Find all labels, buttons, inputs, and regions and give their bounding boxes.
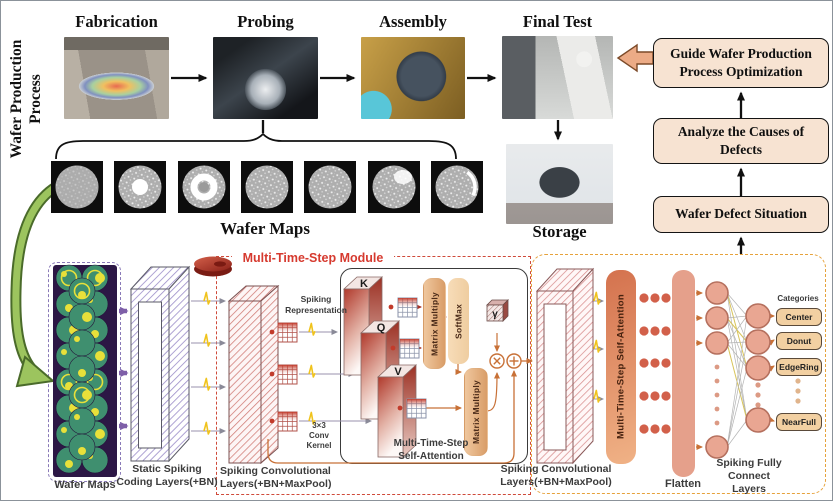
flatten-label: Flatten <box>664 478 702 490</box>
feedback-block-arrow <box>616 43 654 73</box>
attention-bar: Multi-Time-Step Self-Attention <box>606 270 636 464</box>
static-coding-label: Static Spiking Coding Layers(+BN) <box>116 463 218 489</box>
category-center: Center <box>776 308 822 326</box>
conv-kernel-label: 3×3 Conv Kernel <box>306 421 332 450</box>
wafer-defect-situation-box: Wafer Defect Situation <box>653 196 829 233</box>
attention-inner-label: Multi-Time-Step Self-Attention <box>393 438 469 462</box>
probing-photo <box>213 37 318 119</box>
wafer-map-tile-random <box>304 161 356 213</box>
analyze-causes-box: Analyze the Causes of Defects <box>653 118 829 164</box>
stage-label-fabrication: Fabrication <box>75 12 158 31</box>
module-title: Multi-Time-Step Module <box>232 250 394 266</box>
spiking-representation-label: Spiking Representation <box>285 294 347 315</box>
category-nearfull: NearFull <box>776 413 822 431</box>
storage-label: Storage <box>532 222 587 241</box>
static-coding-layer-3d <box>129 265 191 463</box>
assembly-photo <box>361 37 465 119</box>
spike-icon <box>203 291 211 305</box>
wafer-row-brace <box>55 132 457 160</box>
wafer-maps-row-label: Wafer Maps <box>220 219 310 238</box>
wafer-production-process-vertical-label: Wafer Production Process <box>8 39 45 159</box>
spike-icon <box>203 377 211 391</box>
matrix-multiply-1-bar: Matrix Multiply <box>423 278 446 369</box>
final-test-photo <box>502 36 613 119</box>
wafer-map-tile-donut <box>178 161 230 213</box>
conv1-label: Spiking Convolutional Layers(+BN+MaxPool… <box>220 465 332 491</box>
wafer-map-tile-edge <box>431 161 483 213</box>
wafer-map-tile-dense-corner <box>368 161 420 213</box>
flatten-bar <box>672 270 695 477</box>
fc-label: Spiking Fully Connect Layers <box>716 457 782 496</box>
conv2-label: Spiking Convolutional Layers(+BN+MaxPool… <box>500 463 612 489</box>
wafer-map-tile-center <box>114 161 166 213</box>
wafer-map-tile-uniform <box>51 161 103 213</box>
spike-icon <box>203 421 211 435</box>
stage-label-final-test: Final Test <box>522 12 593 31</box>
wafer-maps-stack-box <box>48 262 121 482</box>
spike-icon <box>203 333 211 347</box>
softmax-bar: SoftMax <box>448 278 469 364</box>
wafer-map-tile-random <box>241 161 293 213</box>
storage-photo <box>506 144 613 224</box>
stage-label-probing: Probing <box>237 12 294 31</box>
classifier-dashed-container <box>531 254 826 494</box>
category-edgering: EdgeRing <box>776 358 822 376</box>
fabrication-photo <box>64 37 169 119</box>
category-donut: Donut <box>776 332 822 350</box>
guide-optimization-box: Guide Wafer Production Process Optimizat… <box>653 38 829 88</box>
input-stack-label: Wafer Maps <box>54 479 116 491</box>
categories-label: Categories <box>777 294 819 303</box>
stage-label-assembly: Assembly <box>379 12 447 31</box>
